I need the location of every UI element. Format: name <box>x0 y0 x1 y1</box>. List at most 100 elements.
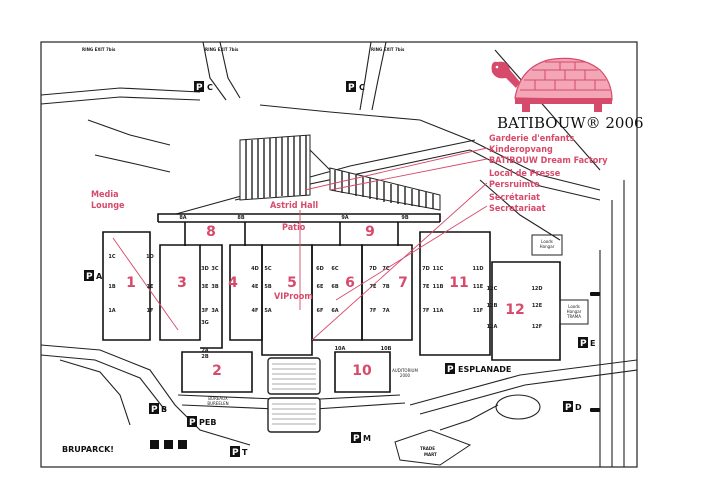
stand-6f: 6F <box>317 308 324 314</box>
stand-9a: 9A <box>341 215 348 221</box>
batibouw-title: BATIBOUW® 2006 <box>497 114 644 132</box>
svg-text:P: P <box>232 448 239 458</box>
stand-11a: 11A <box>433 308 444 314</box>
stand-6a: 6A <box>331 308 338 314</box>
svg-text:P: P <box>86 272 93 282</box>
hall-10-label: 10 <box>352 363 372 379</box>
svg-text:C: C <box>207 83 213 92</box>
parking-b-sign: P B <box>149 403 167 415</box>
kinderopvang-label: Kinderopvang <box>489 145 553 155</box>
loods-trama-label-1: Loods <box>568 304 580 309</box>
svg-text:P: P <box>447 365 454 375</box>
callout-leaders <box>112 147 488 341</box>
stand-3c: 3C <box>211 266 218 272</box>
svg-text:PEB: PEB <box>199 418 216 427</box>
stand-11d: 11D <box>472 266 483 272</box>
auditorium-label-1: AUDITORIUM <box>392 368 418 373</box>
parking-e-sign: P E <box>578 337 595 349</box>
stand-1a: 1A <box>108 308 115 314</box>
stand-5a: 5A <box>264 308 271 314</box>
stand-7a: 7A <box>382 308 389 314</box>
stand-6c: 6C <box>331 266 338 272</box>
parking-peb-sign: P PEB <box>187 416 216 428</box>
stand-4d: 4D <box>251 266 259 272</box>
ring-exit-label-2: RING EXIT 7bis <box>82 47 116 52</box>
stand-12f: 12F <box>532 324 542 330</box>
parking-esplanade-sign: P ESPLANADE <box>445 363 511 375</box>
map-border <box>40 41 638 468</box>
stand-7c: 7C <box>382 266 389 272</box>
ring-exit-label-3: RING EXIT 7bis <box>371 47 405 52</box>
stand-12a: 12A <box>487 324 498 330</box>
hall-9-label: 9 <box>365 224 375 240</box>
bureaux-label-2: BUREELEN <box>207 401 228 406</box>
hall-outlines <box>102 213 561 393</box>
svg-text:P: P <box>189 418 196 428</box>
stand-2b: 2B <box>201 354 208 360</box>
hatched-blocks <box>239 134 441 211</box>
persruimte-label: Persruimte <box>489 180 540 190</box>
stand-3f: 3F <box>202 308 209 314</box>
car-icon <box>590 292 600 296</box>
stand-11e: 11E <box>473 284 484 290</box>
stand-4e: 4E <box>252 284 259 290</box>
stand-2a: 2A <box>201 348 208 354</box>
stand-labels: 1C 1B 1A 1D 1E 1F 3D 3C 3E 3B 3F 3A 3G 4… <box>108 215 542 360</box>
bruparck-label: BRUPARCK! <box>62 445 114 454</box>
hall-11-label: 11 <box>449 275 468 291</box>
svg-text:P: P <box>580 339 587 349</box>
stand-8b: 8B <box>237 215 244 221</box>
hall-4-label: 4 <box>228 275 238 291</box>
stand-9b: 9B <box>401 215 408 221</box>
svg-text:B: B <box>161 405 167 414</box>
secretariat-fr-label: Secrétariat <box>489 192 540 203</box>
loods-trama-label-2: Hangar <box>567 309 582 314</box>
parking-a-sign: P A <box>84 270 103 282</box>
stand-3g: 3G <box>201 320 209 326</box>
stand-11c: 11C <box>433 266 444 272</box>
stand-6b: 6B <box>331 284 338 290</box>
car-icon <box>590 408 600 412</box>
svg-text:P: P <box>151 405 158 415</box>
svg-text:P: P <box>196 83 203 93</box>
trade-mart-label-1: TRADE <box>420 446 435 451</box>
hall-5-label: 5 <box>287 275 297 291</box>
loods-hangar-label-2: Hangar <box>540 244 555 249</box>
stand-1b: 1B <box>108 284 115 290</box>
stand-11b: 11B <box>433 284 444 290</box>
parking-d-sign: P D <box>563 401 582 413</box>
stand-12c: 12C <box>487 286 498 292</box>
stand-3e: 3E <box>202 284 209 290</box>
transport-icons <box>150 440 187 449</box>
svg-text:P: P <box>348 83 355 93</box>
svg-text:D: D <box>575 403 582 412</box>
svg-text:C: C <box>359 83 365 92</box>
svg-text:ESPLANADE: ESPLANADE <box>458 365 511 374</box>
tram-icon <box>164 440 173 449</box>
garderie-label: Garderie d'enfants <box>489 134 575 144</box>
stand-6d: 6D <box>316 266 324 272</box>
loods-building <box>559 299 589 325</box>
stand-1e: 1E <box>147 284 154 290</box>
stand-10b: 10B <box>381 346 392 352</box>
stand-3a: 3A <box>211 308 218 314</box>
stand-7d-b: 7D <box>422 266 430 272</box>
stand-12b: 12B <box>487 303 498 309</box>
stand-7f-b: 7F <box>423 308 430 314</box>
stand-1d: 1D <box>146 254 154 260</box>
stand-7e: 7E <box>370 284 377 290</box>
svg-text:A: A <box>96 272 103 281</box>
svg-text:T: T <box>242 448 248 457</box>
dream-factory-label: BATIBOUW Dream Factory <box>489 156 608 166</box>
stand-8a: 8A <box>179 215 186 221</box>
loods-hangar-label-1: Loods <box>541 239 553 244</box>
stand-3b: 3B <box>211 284 218 290</box>
hall-8-label: 8 <box>206 224 216 240</box>
parking-c1-sign: P C <box>194 81 213 93</box>
trade-mart-label-2: MART <box>424 452 437 457</box>
stand-12e: 12E <box>532 303 543 309</box>
secretariaat-nl-label: Secretariaat <box>489 204 546 214</box>
stand-7d: 7D <box>369 266 377 272</box>
